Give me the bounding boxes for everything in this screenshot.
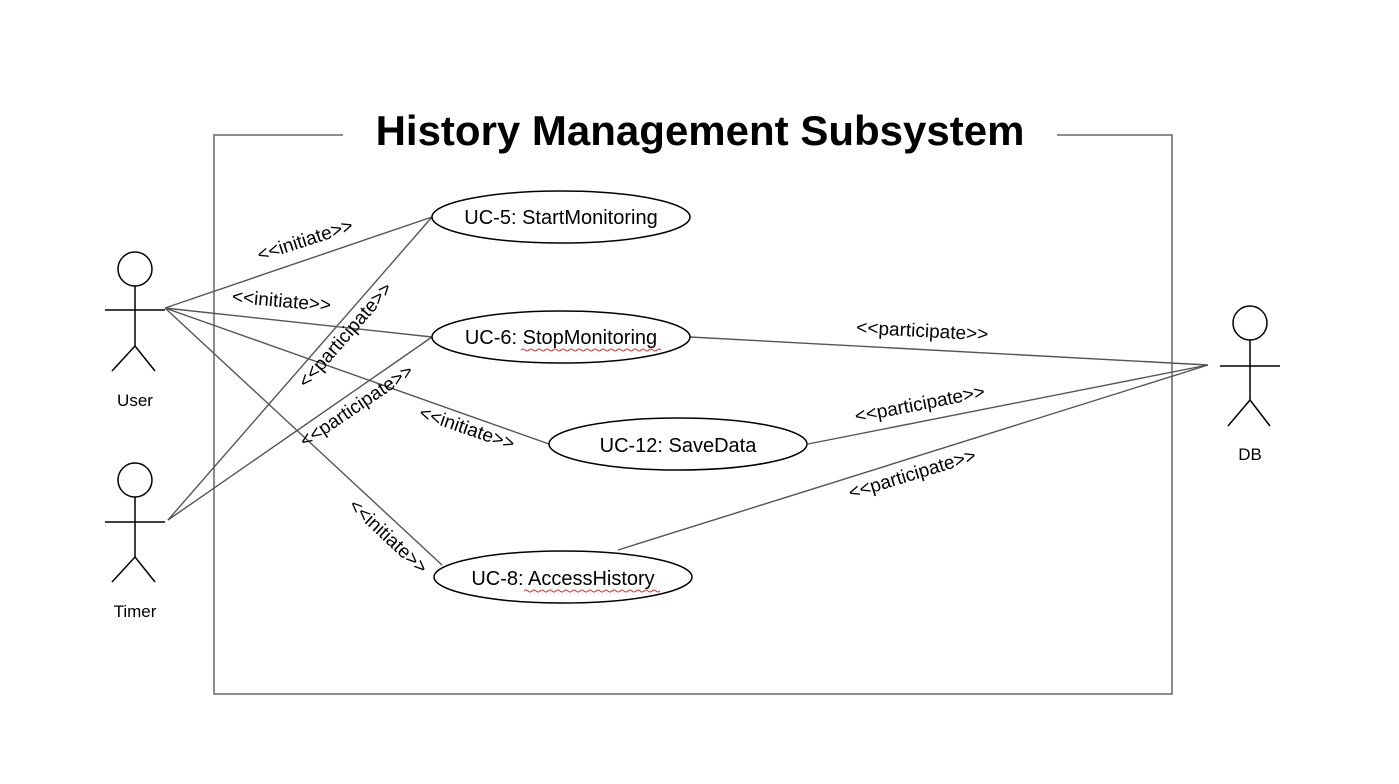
line-user-uc12 bbox=[164, 307, 550, 445]
system-boundary bbox=[213, 134, 1173, 695]
spellcheck-underline bbox=[523, 589, 661, 593]
line-timer-uc6 bbox=[167, 336, 433, 521]
stereotype-user-uc6: <<initiate>> bbox=[231, 287, 332, 317]
line-user-uc8 bbox=[164, 307, 443, 566]
stereotype-uc8-db: <<participate>> bbox=[846, 445, 978, 504]
actor-leg-left bbox=[111, 556, 136, 583]
actor-db[interactable]: DB bbox=[1220, 305, 1280, 464]
actor-leg-right bbox=[134, 556, 156, 583]
use-case-uc8[interactable]: UC-8: AccessHistory bbox=[433, 550, 693, 604]
line-uc8-db bbox=[617, 364, 1209, 551]
line-timer-uc5 bbox=[167, 216, 433, 521]
use-case-uc6[interactable]: UC-6: StopMonitoring bbox=[431, 310, 691, 364]
use-case-label: UC-5: StartMonitoring bbox=[464, 207, 657, 229]
use-case-uc12[interactable]: UC-12: SaveData bbox=[548, 417, 808, 471]
actor-leg-left bbox=[1227, 399, 1251, 427]
use-case-label: UC-12: SaveData bbox=[600, 435, 758, 457]
actor-leg-right bbox=[1249, 399, 1271, 427]
actor-timer[interactable]: Timer bbox=[105, 462, 165, 621]
actor-head bbox=[117, 251, 153, 287]
actor-leg-right bbox=[134, 345, 156, 372]
use-case-ellipse bbox=[433, 550, 693, 604]
use-case-ellipse bbox=[548, 417, 808, 471]
stereotype-user-uc12: <<initiate>> bbox=[416, 403, 517, 455]
spellcheck-underline bbox=[520, 348, 662, 352]
stereotype-user-uc5: <<initiate>> bbox=[255, 215, 356, 266]
line-user-uc6 bbox=[164, 307, 433, 338]
actor-leg-left bbox=[111, 345, 136, 372]
actor-label: Timer bbox=[114, 602, 157, 621]
line-uc6-db bbox=[689, 336, 1209, 366]
actor-label: DB bbox=[1238, 445, 1262, 464]
use-case-label: UC-6: StopMonitoring bbox=[465, 327, 657, 349]
actor-user[interactable]: User bbox=[105, 251, 165, 410]
line-user-uc5 bbox=[164, 216, 433, 309]
stereotype-uc6-db: <<participate>> bbox=[856, 318, 989, 346]
use-case-uc5[interactable]: UC-5: StartMonitoring bbox=[431, 190, 691, 244]
stereotype-uc12-db: <<participate>> bbox=[853, 382, 987, 428]
use-case-label: UC-8: AccessHistory bbox=[471, 568, 654, 590]
stereotype-user-uc8: <<initiate>> bbox=[344, 495, 431, 578]
diagram-title: History Management Subsystem bbox=[376, 107, 1025, 154]
actor-label: User bbox=[117, 391, 153, 410]
actor-head bbox=[1232, 305, 1268, 341]
line-uc12-db bbox=[807, 364, 1209, 445]
actor-head bbox=[117, 462, 153, 498]
association-lines bbox=[164, 216, 1209, 566]
use-case-ellipse bbox=[431, 190, 691, 244]
